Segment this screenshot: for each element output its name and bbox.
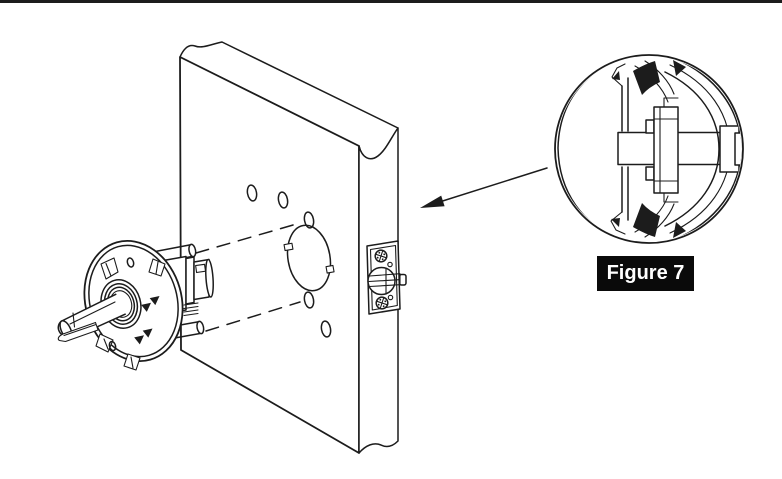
- latch-screw-top: [374, 249, 388, 263]
- cross-bore-hole: [283, 224, 335, 292]
- door-face-pilot-holes: [246, 184, 332, 338]
- magnified-latch-detail-circle: [554, 54, 744, 244]
- callout-arrow: [420, 167, 548, 208]
- door-panel: [179, 41, 399, 454]
- half-round-spindle: [57, 293, 127, 343]
- alignment-dashed-lines: [195, 222, 301, 332]
- lock-chassis: [57, 239, 214, 371]
- up-arrow-marks: [134, 296, 160, 345]
- latch-bolt: [367, 261, 407, 301]
- latch-screw-bottom: [375, 296, 389, 310]
- figure-label-text: Figure 7: [606, 262, 685, 284]
- top-rule: [0, 0, 782, 3]
- edge-latch-assembly: [366, 240, 407, 315]
- figure-label: Figure 7: [597, 256, 694, 291]
